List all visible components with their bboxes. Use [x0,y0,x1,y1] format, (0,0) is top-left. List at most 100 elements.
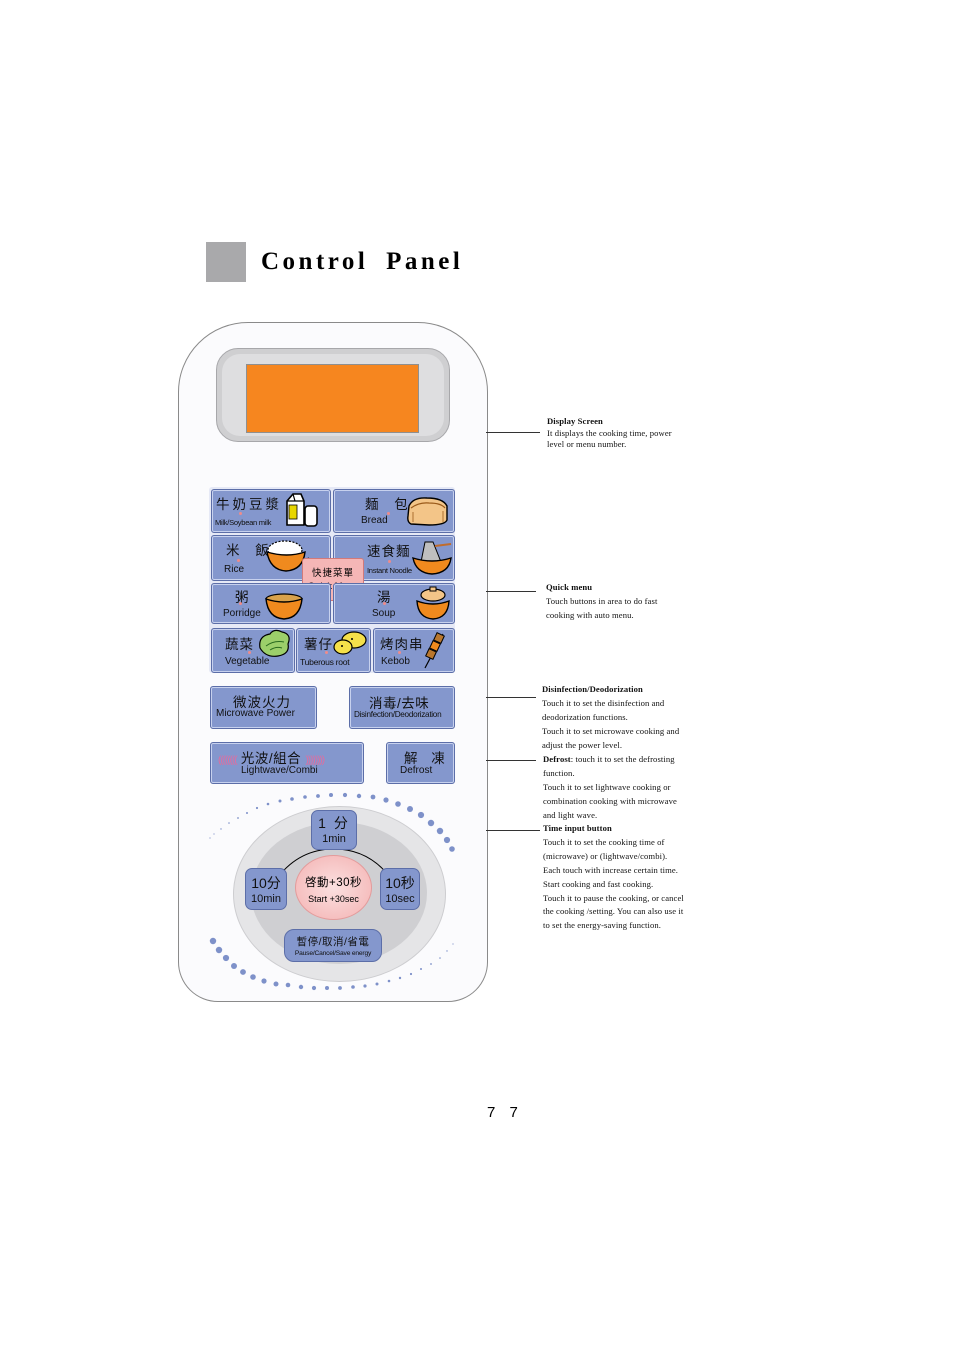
noodle-bowl-icon [412,541,452,575]
callout-text: deodorization functions. [542,711,628,722]
callout-text: Touch it to set lightwave cooking or [543,781,671,792]
soup-pot-icon [416,586,450,620]
led-dot [248,651,251,654]
callout-text: Start cooking and fast cooking. [543,878,654,889]
potato-icon [333,631,367,655]
pause-cancel-button[interactable]: 暫停/取消/省電 Pause/Cancel/Save energy [284,929,382,962]
callout-line-disinfect [486,697,536,698]
one-minute-button[interactable]: 1 分 1min [311,810,357,850]
callout-text: Touch it to pause the cooking, or cancel [543,892,684,903]
porridge-bowl-icon [265,593,303,620]
disinfection-label-en: Disinfection/Deodorization [354,710,442,719]
ten-minute-button[interactable]: 10分 10min [245,868,287,910]
callout-text: Each touch with increase certain time. [543,864,679,875]
quick-menu-label-zh: 快捷菜單 [311,568,354,579]
ten-second-button[interactable]: 10秒 10sec [380,868,420,910]
callout-defrost-title: Defrost [543,754,571,764]
ten-minute-label-zh: 10分 [251,875,281,891]
ten-second-label-zh: 10秒 [385,875,415,891]
one-minute-label-zh: 1 分 [318,815,350,831]
disinfection-label-zh: 消毒/去味 [369,696,430,711]
callout-text: the cooking /setting. You can also use i… [543,906,684,917]
ten-second-label-en: 10sec [385,893,415,905]
rice-label-en: Rice [224,564,245,575]
defrost-button[interactable] [386,742,455,784]
vegetable-label-en: Vegetable [225,656,270,667]
led-dot [383,602,386,605]
vegetable-icon [259,629,290,657]
callout-time-title: Time input button [543,823,612,833]
callout-defrost: Defrost: touch it to set the defrosting … [543,753,677,823]
callout-display-title: Display Screen [547,416,603,426]
noodle-label-en: Instant Noodle [367,566,412,575]
start-label-en: Start +30sec [308,894,359,904]
callout-line-time [486,830,540,831]
wave-right-icon: )))))))) [305,755,325,766]
callout-text: level or menu number. [547,439,627,449]
start-button[interactable]: 啓動+30秒 Start +30sec [295,855,372,920]
callout-text: to set the energy-saving function. [543,920,662,931]
lightwave-combi-button[interactable] [210,742,364,784]
callout-text: cooking with auto menu. [546,609,634,620]
disinfection-button[interactable] [349,686,455,729]
led-dot [239,602,242,605]
led-dot [325,651,328,654]
soup-label-en: Soup [372,608,396,619]
callout-text: : touch it to set the defrosting [570,754,675,764]
porridge-label-zh: 粥 [235,590,252,605]
wave-left-icon: (((((((( [218,755,238,766]
tuber-label-zh: 薯仔 [304,637,333,652]
start-label-zh: 啓動+30秒 [304,877,362,889]
defrost-label-zh: 解 凍 [404,751,450,766]
callout-text: Touch it to set the cooking time of [543,836,665,847]
callout-disinfection: Disinfection/Deodorization Touch it to s… [542,683,679,753]
ten-minute-label-en: 10min [251,893,281,905]
milk-carton-icon [286,493,318,527]
microwave-power-label-en: Microwave Power [216,708,295,719]
pause-label-zh: 暫停/取消/省電 [296,936,370,948]
pause-label-en: Pause/Cancel/Save energy [294,950,372,957]
heading-marker [206,242,246,282]
section-heading: Control Panel [206,242,463,282]
callout-line-defrost [486,760,536,761]
microwave-power-button[interactable] [210,686,317,729]
porridge-label-en: Porridge [223,608,261,619]
callout-text: combination cooking with microwave [543,795,677,806]
led-dot [388,560,391,563]
callout-display: Display Screen It displays the cooking t… [547,416,672,451]
milk-label-en: Milk/Soybean milk [215,518,272,527]
callout-quick-title: Quick menu [546,582,593,592]
bread-icon [407,497,448,526]
one-minute-label-en: 1min [322,833,346,845]
callout-text: Touch it to set the disinfection and [542,697,665,708]
callout-line-display [486,432,540,433]
callout-time-input: Time input button Touch it to set the co… [543,822,684,933]
led-dot [237,559,240,562]
callout-quick-menu: Quick menu Touch buttons in area to do f… [546,581,657,623]
led-dot [239,512,242,515]
soup-label-zh: 湯 [377,590,394,605]
lightwave-label-zh: 光波/組合 [240,751,302,766]
callout-disinfect-title: Disinfection/Deodorization [542,684,643,694]
callout-text: (microwave) or (lightwave/combi). [543,850,668,861]
led-dot [387,512,390,515]
page-number: 7 7 [487,1104,523,1121]
lightwave-label-en: Lightwave/Combi [241,765,318,776]
kebob-skewer-icon [424,632,445,669]
callout-text: adjust the power level. [542,739,623,750]
rice-bowl-icon [266,540,309,572]
microwave-power-label-zh: 微波火力 [233,695,291,710]
callout-text: and light wave. [543,809,598,820]
tuber-label-en: Tuberous root [300,657,350,667]
callout-line-quick [486,591,536,592]
callout-text: Touch it to set microwave cooking and [542,725,680,736]
kebob-label-zh: 烤肉串 [380,637,424,652]
bread-label-en: Bread [361,515,388,526]
milk-label-zh: 牛奶豆漿 [216,497,282,512]
noodle-label-zh: 速食麵 [367,544,411,559]
lightwave-row: (((((((( 光波/組合 )))))))) [218,747,325,767]
callout-text: function. [543,767,575,778]
defrost-label-en: Defrost [400,765,433,776]
page-title: Control Panel [261,248,464,275]
vegetable-label-zh: 蔬菜 [225,637,254,652]
